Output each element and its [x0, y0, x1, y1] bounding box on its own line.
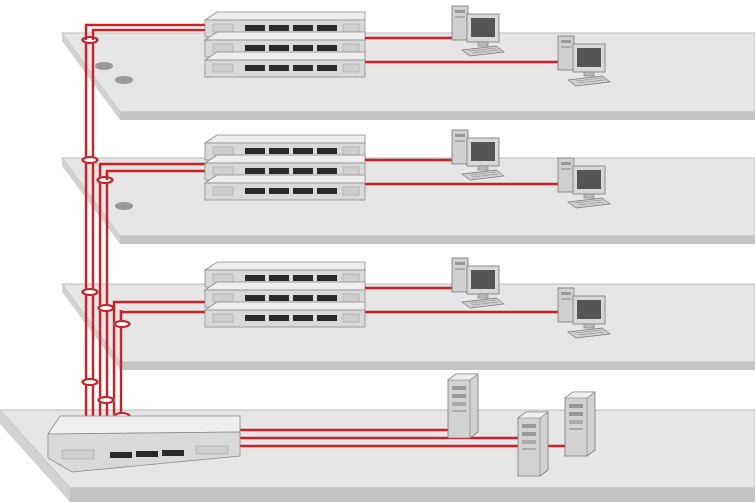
floor-slab-3 — [61, 283, 755, 370]
server-1 — [447, 373, 479, 439]
switch-stack-floor-1 — [204, 11, 366, 78]
floor-3-cables — [365, 286, 560, 314]
server-3 — [564, 391, 596, 457]
floor-2-cables — [365, 158, 560, 186]
server-2 — [517, 411, 549, 477]
floor-holes — [95, 62, 133, 210]
core-switch — [47, 415, 241, 473]
switch-stack-floor-2 — [204, 134, 366, 201]
floor-1-cables — [365, 36, 560, 64]
switch-stack-floor-3 — [204, 261, 366, 328]
uplink-cables — [84, 23, 205, 320]
floor-slab-1 — [61, 32, 755, 120]
